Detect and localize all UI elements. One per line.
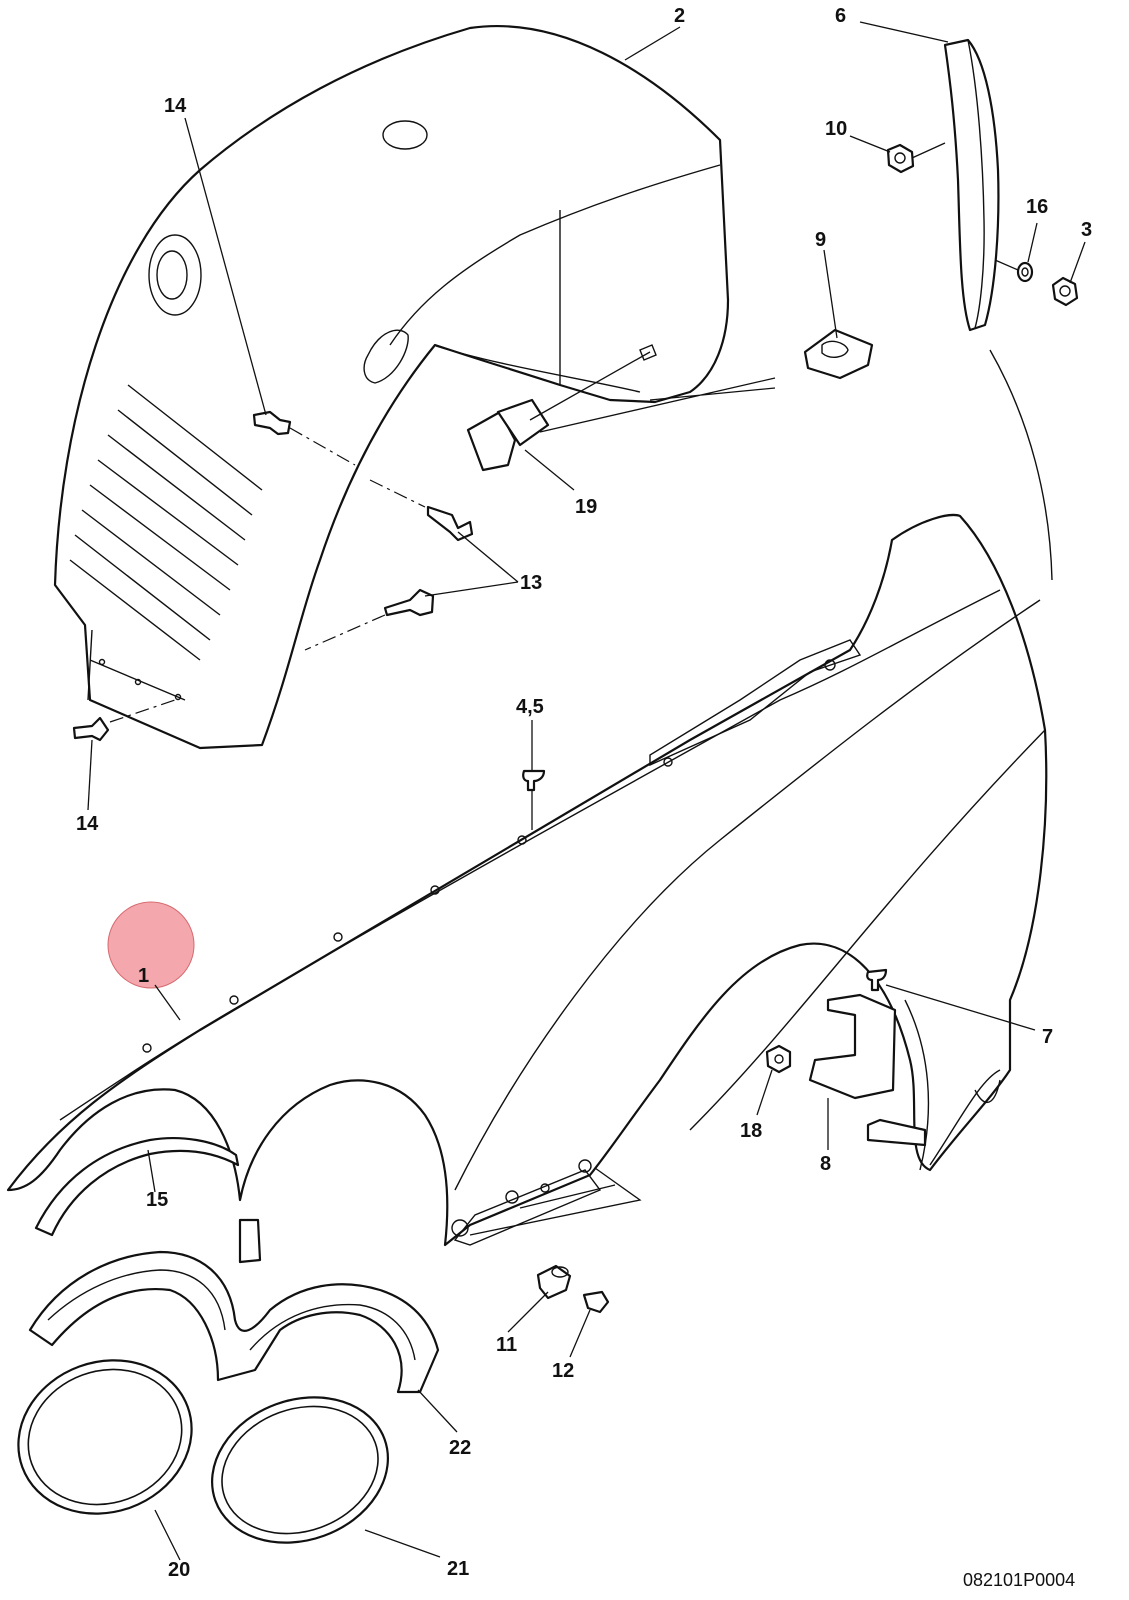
callout-7[interactable]: 7 <box>1042 1026 1053 1048</box>
bracket-part-8 <box>808 993 927 1147</box>
screw-part-13-lower <box>383 588 435 617</box>
highlight-marker[interactable] <box>107 901 195 989</box>
screw-part-12 <box>582 1290 610 1314</box>
callout-22[interactable]: 22 <box>449 1437 471 1459</box>
callout-8[interactable]: 8 <box>820 1153 831 1175</box>
callout-14-upper[interactable]: 14 <box>164 95 187 117</box>
callout-2[interactable]: 2 <box>674 5 685 27</box>
spacer-part-11 <box>536 1264 572 1300</box>
callout-11[interactable]: 11 <box>496 1334 517 1356</box>
arch-trim-part-15 <box>34 1137 262 1264</box>
clip-part-19 <box>466 398 550 472</box>
ring-part-20 <box>17 1359 193 1515</box>
callout-20[interactable]: 20 <box>168 1559 190 1581</box>
callout-labels: 1 2 3 4,5 6 7 8 9 10 11 12 13 14 14 15 1… <box>76 5 1092 1581</box>
nut-part-18 <box>765 1044 792 1074</box>
callout-9[interactable]: 9 <box>815 229 826 251</box>
leader-lines <box>87 21 1086 1561</box>
callout-6[interactable]: 6 <box>835 5 846 27</box>
screw-part-4-5 <box>522 769 546 792</box>
wheel-arch-liner-part-2 <box>53 25 730 750</box>
screw-part-7 <box>866 968 888 992</box>
washer-part-16 <box>1016 261 1034 283</box>
callout-16[interactable]: 16 <box>1026 196 1048 218</box>
nut-part-10 <box>886 143 915 174</box>
trim-strip-part-6 <box>943 38 1000 332</box>
front-fender-part-1 <box>6 514 1048 1247</box>
callout-14-lower[interactable]: 14 <box>76 813 99 835</box>
callout-10[interactable]: 10 <box>825 118 847 140</box>
callout-4-5[interactable]: 4,5 <box>516 696 544 718</box>
ring-part-21 <box>211 1396 389 1544</box>
drawing-code: 082101P0004 <box>963 1570 1075 1590</box>
callout-13[interactable]: 13 <box>520 572 542 594</box>
arch-liner-strip-part-22 <box>28 1250 440 1394</box>
clip-part-9 <box>803 328 874 380</box>
pin-part-14-lower <box>72 716 110 742</box>
callout-1[interactable]: 1 <box>138 965 149 987</box>
callout-3[interactable]: 3 <box>1081 219 1092 241</box>
pin-part-14-upper <box>252 410 292 436</box>
nut-part-3 <box>1051 276 1079 307</box>
callout-18[interactable]: 18 <box>740 1120 762 1142</box>
callout-15[interactable]: 15 <box>146 1189 168 1211</box>
callout-12[interactable]: 12 <box>552 1360 574 1382</box>
callout-21[interactable]: 21 <box>447 1558 469 1580</box>
screw-part-13-upper <box>426 505 474 542</box>
outline-arc <box>989 349 1053 581</box>
callout-19[interactable]: 19 <box>575 496 597 518</box>
